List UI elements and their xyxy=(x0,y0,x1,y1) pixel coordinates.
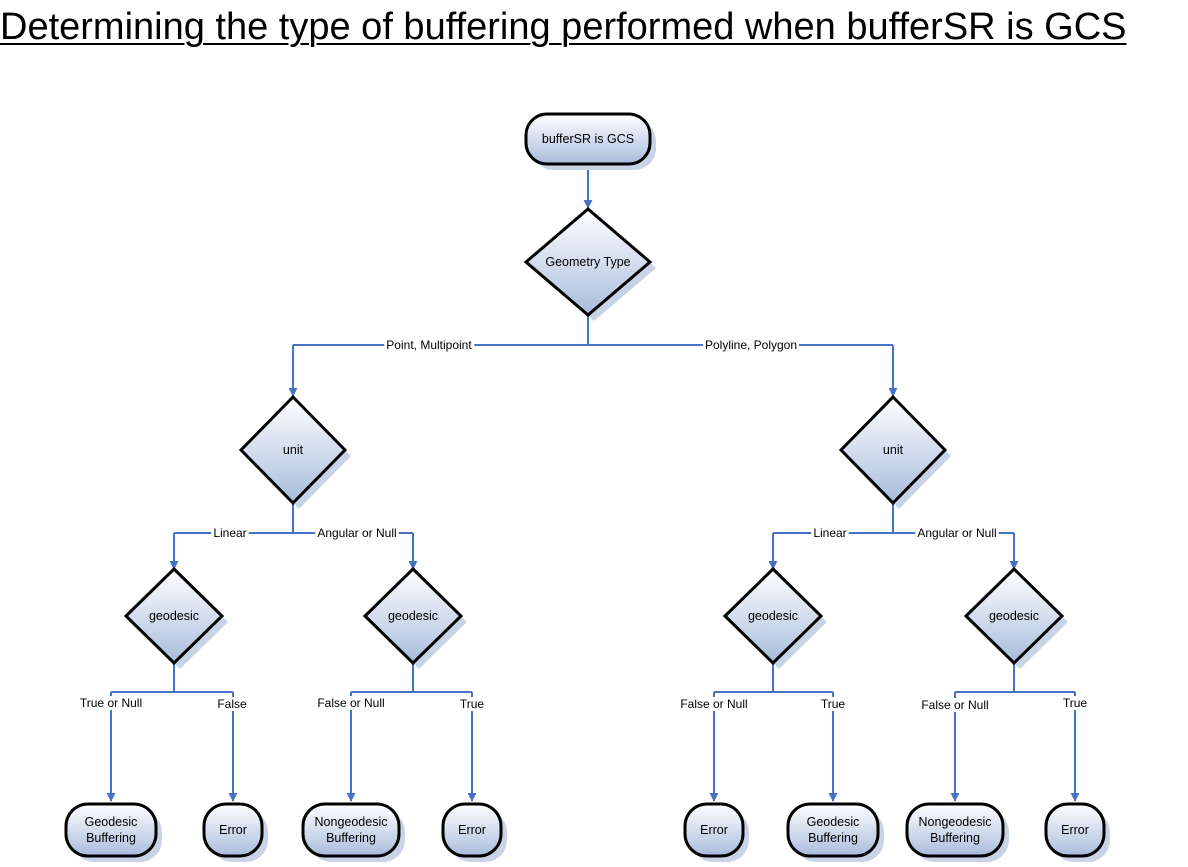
unit-decision-right-shape xyxy=(838,394,948,506)
result-error-1: Error xyxy=(202,802,268,862)
result-geodesic-buffering-1-text: Buffering xyxy=(86,831,136,845)
geodesic-decision-2-shape xyxy=(362,566,464,666)
label-linear-right: Linear xyxy=(813,526,846,540)
nodes: bufferSR is GCS Geometry Type unit unit geod… xyxy=(64,112,1110,862)
result-error-4-text: Error xyxy=(1061,823,1089,837)
unit-decision-left-shape xyxy=(238,394,348,506)
label-point-multipoint-bg xyxy=(384,338,475,352)
geodesic-decision-3-shape xyxy=(722,566,824,666)
edge-labels: Point, Multipoint Polyline, PolygonLinear… xyxy=(77,338,1090,712)
unit-decision-right: unit xyxy=(838,394,951,509)
label-false-or-null-3-bg xyxy=(919,698,991,712)
label-point-multipoint: Point, Multipoint xyxy=(386,338,472,352)
result-error-4-shape xyxy=(1044,802,1106,858)
label-linear-left-bg xyxy=(211,526,249,540)
geodesic-decision-1-text: geodesic xyxy=(149,609,199,623)
label-false-or-null-3: False or Null xyxy=(921,698,988,712)
label-true-2-bg xyxy=(818,697,848,711)
result-error-4: Error xyxy=(1044,802,1110,862)
label-linear-right-bg xyxy=(811,526,849,540)
start-node: bufferSR is GCS xyxy=(524,112,656,170)
label-true-2: True xyxy=(821,697,846,711)
result-nongeodesic-buffering-2-shape xyxy=(905,802,1005,858)
geodesic-decision-2-text: geodesic xyxy=(388,609,438,623)
result-geodesic-buffering-2-text: Geodesic xyxy=(807,815,860,829)
label-polyline-polygon-bg xyxy=(702,338,800,352)
label-false-or-null-2-bg xyxy=(678,697,750,711)
unit-decision-left-text: unit xyxy=(283,443,304,457)
label-angular-left: Angular or Null xyxy=(317,526,396,540)
label-true-1-bg xyxy=(457,697,487,711)
result-geodesic-buffering-1-text: Geodesic xyxy=(85,815,138,829)
label-true-3: True xyxy=(1063,696,1088,710)
result-nongeodesic-buffering-1-shape xyxy=(301,802,401,858)
geodesic-decision-1-shape xyxy=(123,566,225,666)
geodesic-decision-2: geodesic xyxy=(362,566,467,669)
result-nongeodesic-buffering-1-text: Nongeodesic xyxy=(315,815,388,829)
result-error-1-shape xyxy=(202,802,264,858)
label-true-or-null: True or Null xyxy=(80,696,142,710)
geodesic-decision-3: geodesic xyxy=(722,566,827,669)
label-angular-right-bg xyxy=(915,526,999,540)
geodesic-decision-1: geodesic xyxy=(123,566,228,669)
label-true-1: True xyxy=(460,697,485,711)
result-error-3-shape xyxy=(683,802,745,858)
label-false-1-bg xyxy=(215,697,249,711)
geometry-type-decision-shape xyxy=(523,207,653,317)
result-geodesic-buffering-2-shape xyxy=(786,802,880,858)
label-false-or-null-1: False or Null xyxy=(317,696,384,710)
geodesic-decision-4: geodesic xyxy=(963,566,1068,669)
geodesic-decision-4-text: geodesic xyxy=(989,609,1039,623)
label-true-3-bg xyxy=(1060,696,1090,710)
result-geodesic-buffering-2-text: Buffering xyxy=(808,831,858,845)
geometry-type-decision-text: Geometry Type xyxy=(545,255,630,269)
label-false-or-null-1-bg xyxy=(315,696,387,710)
result-nongeodesic-buffering-1-text: Buffering xyxy=(326,831,376,845)
geometry-type-decision: Geometry Type xyxy=(523,207,656,321)
unit-decision-left: unit xyxy=(238,394,351,509)
label-true-or-null-bg xyxy=(77,696,145,710)
label-angular-right: Angular or Null xyxy=(917,526,996,540)
label-linear-left: Linear xyxy=(213,526,246,540)
diagram-title: Determining the type of buffering perfor… xyxy=(0,6,1127,48)
geodesic-decision-3-text: geodesic xyxy=(748,609,798,623)
result-error-2: Error xyxy=(441,802,507,862)
result-error-2-text: Error xyxy=(458,823,486,837)
unit-decision-right-text: unit xyxy=(883,443,904,457)
start-node-text: bufferSR is GCS xyxy=(542,132,634,146)
result-error-3-text: Error xyxy=(700,823,728,837)
result-nongeodesic-buffering-2-text: Buffering xyxy=(930,831,980,845)
label-angular-left-bg xyxy=(315,526,399,540)
label-polyline-polygon: Polyline, Polygon xyxy=(705,338,797,352)
label-false-or-null-2: False or Null xyxy=(680,697,747,711)
geodesic-decision-4-shape xyxy=(963,566,1065,666)
result-error-1-text: Error xyxy=(219,823,247,837)
result-geodesic-buffering-1-shape xyxy=(64,802,158,858)
result-error-3: Error xyxy=(683,802,749,862)
start-node-shape xyxy=(524,112,652,166)
result-error-2-shape xyxy=(441,802,503,858)
label-false-1: False xyxy=(217,697,247,711)
result-nongeodesic-buffering-2-text: Nongeodesic xyxy=(919,815,992,829)
